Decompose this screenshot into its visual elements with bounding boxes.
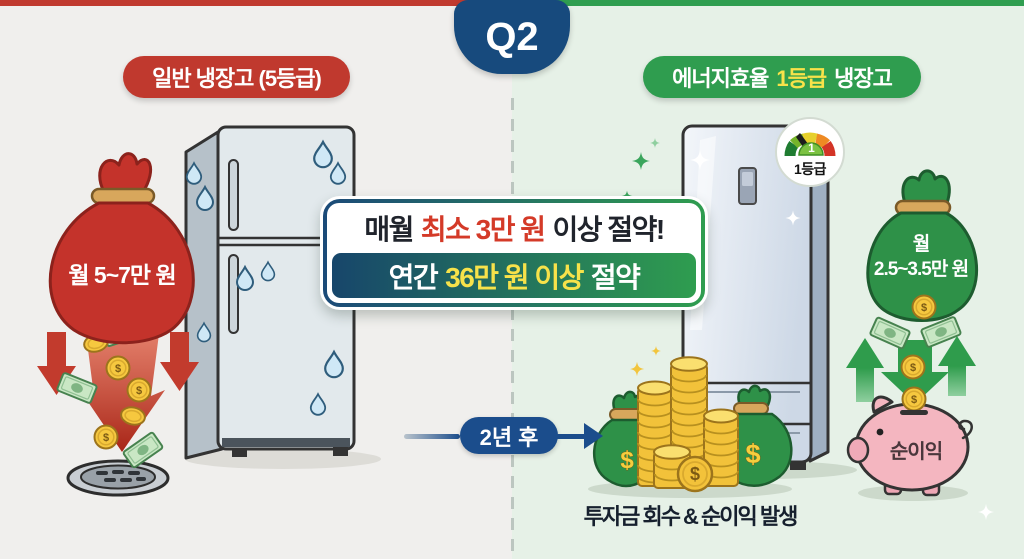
sparkle-icon: [650, 138, 660, 148]
fridge-handle: [228, 159, 239, 231]
coin-icon: $: [93, 424, 119, 450]
green-bag-amount-line2: 2.5~3.5만 원: [873, 259, 969, 280]
piggy-bank-label: 순이익: [889, 441, 943, 463]
bill-icon: [868, 316, 912, 350]
sparkle-icon: [632, 152, 650, 170]
green-bag-amount-line1: 월: [912, 234, 930, 255]
right-title-suffix: 냉장고: [834, 66, 893, 91]
coin-icon: $: [901, 386, 927, 412]
drain-icon: [66, 459, 170, 497]
savings-banner-border: 매월 최소 3만 원 이상 절약! 연간 36만 원 이상 절약: [323, 199, 705, 307]
svg-text:$: $: [115, 363, 121, 375]
timeline-arrow-shaft: [556, 434, 586, 439]
yearly-savings-suffix: 절약: [590, 261, 641, 293]
svg-text:$: $: [620, 447, 634, 474]
red-bag-amount-label: 월 5~7만 원: [68, 262, 176, 288]
svg-text:$: $: [136, 385, 142, 397]
bottom-caption: 투자금 회수 & 순이익 발생: [583, 504, 799, 529]
monthly-savings-prefix: 매월: [364, 214, 414, 245]
q2-badge: Q2: [454, 0, 570, 74]
right-title-badge: 에너지효율 1등급 냉장고: [643, 56, 921, 98]
up-arrow-icon: [938, 336, 976, 396]
down-arrow-icon: [160, 332, 199, 391]
green-money-bag-icon: [866, 169, 979, 322]
bill-icon: [55, 371, 99, 405]
savings-banner-inner: 매월 최소 3만 원 이상 절약! 연간 36만 원 이상 절약: [327, 203, 701, 303]
old-fridge: [184, 125, 381, 469]
savings-flow-group: $ $: [846, 294, 976, 404]
green-bag-amount-label: 월 2.5~3.5만 원: [846, 232, 996, 282]
timeline-label: 2년 후: [479, 424, 539, 450]
investment-return-group: $ $: [588, 346, 793, 498]
right-title-grade: 1등급: [776, 66, 827, 91]
svg-text:$: $: [745, 439, 760, 469]
q2-label: Q2: [485, 14, 539, 59]
coin-icon: $: [676, 455, 714, 493]
money-loss-group: $ $ $: [37, 316, 199, 497]
svg-text:$: $: [103, 432, 109, 444]
coin-icon: $: [126, 377, 152, 403]
svg-text:$: $: [910, 362, 916, 374]
coin-icon: $: [105, 355, 131, 381]
monthly-savings-highlight: 최소 3만 원: [420, 214, 546, 245]
right-title-prefix: 에너지효율: [672, 66, 769, 91]
coin-icon: $: [911, 294, 937, 320]
timeline-arrow-head-icon: [584, 423, 603, 449]
left-title-badge: 일반 냉장고 (5등급): [123, 56, 350, 98]
svg-text:$: $: [911, 394, 917, 406]
energy-badge-grade-number: 1: [808, 141, 815, 155]
sparkle-icon: [651, 346, 661, 356]
down-funnel-arrow-icon: [80, 334, 165, 452]
sparkle-icon: [977, 503, 995, 521]
piggy-bank-icon: $: [846, 386, 973, 501]
fridge-display-panel: [738, 167, 757, 205]
energy-rating-gauge-icon: [775, 117, 845, 187]
yearly-savings-line: 연간 36만 원 이상 절약: [332, 253, 696, 298]
red-money-bag-icon: [48, 152, 195, 345]
timeline-badge: 2년 후: [460, 417, 558, 454]
yearly-savings-prefix: 연간: [388, 261, 439, 293]
svg-text:$: $: [921, 302, 927, 314]
savings-banner: 매월 최소 3만 원 이상 절약! 연간 36만 원 이상 절약: [320, 196, 708, 310]
timeline-line: [404, 434, 460, 439]
up-arrow-icon: [846, 338, 884, 402]
energy-badge-grade-label: 1등급: [793, 161, 827, 177]
monthly-savings-suffix: 이상 절약!: [552, 214, 666, 245]
yearly-savings-highlight: 36만 원 이상: [445, 261, 584, 293]
monthly-savings-line: 매월 최소 3만 원 이상 절약!: [327, 203, 701, 253]
fridge-handle: [228, 254, 239, 334]
right-top-accent-strip: [512, 0, 1024, 6]
left-top-accent-strip: [0, 0, 512, 6]
coin-icon: $: [900, 354, 926, 380]
svg-text:$: $: [690, 464, 700, 484]
sparkle-icon: [629, 361, 645, 377]
coin-stack-icon: [703, 408, 739, 487]
left-title-label: 일반 냉장고 (5등급): [152, 66, 322, 91]
